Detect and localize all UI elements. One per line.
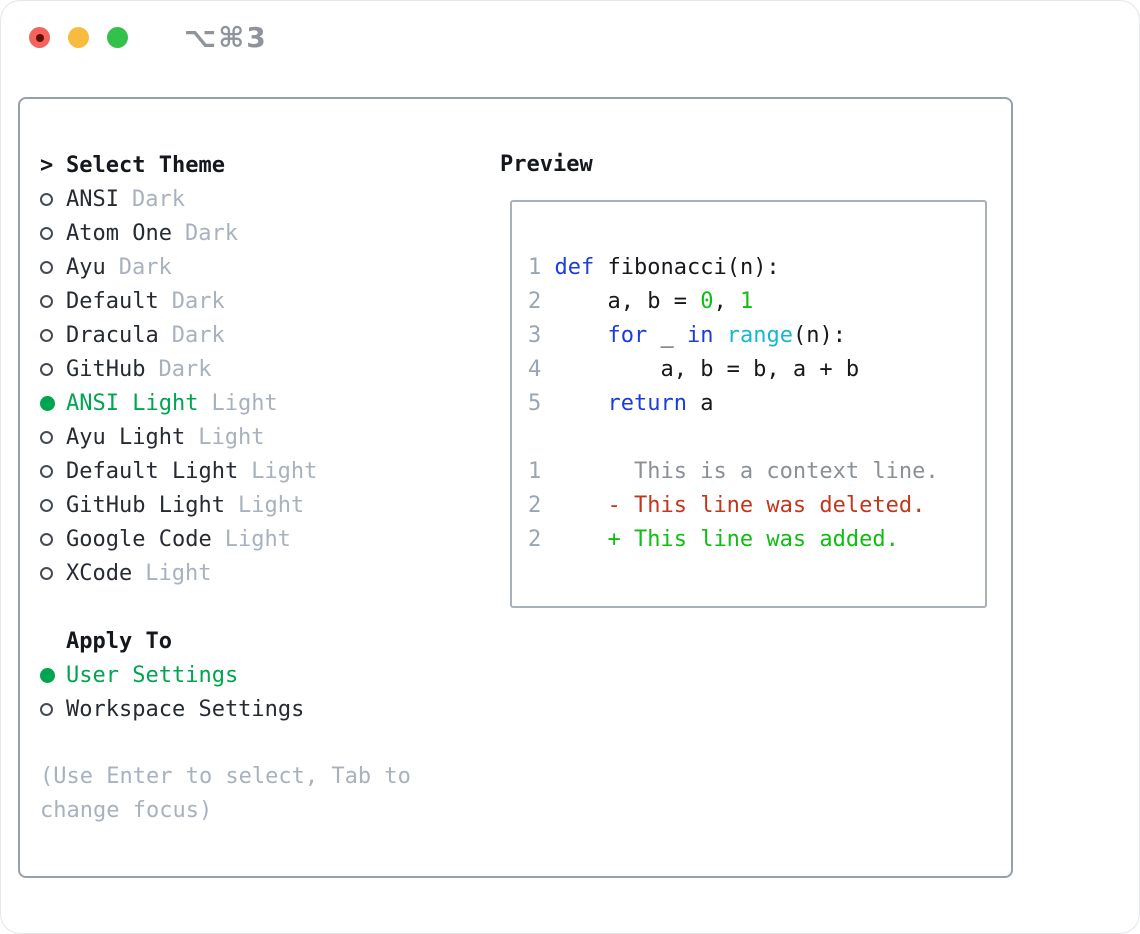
theme-item-default[interactable]: Default Dark bbox=[40, 284, 500, 318]
item-label: Ayu bbox=[66, 254, 106, 280]
close-button-dot bbox=[35, 33, 44, 42]
radio-slot bbox=[40, 395, 66, 411]
item-label: ANSI bbox=[66, 186, 119, 212]
radio-icon bbox=[40, 464, 53, 478]
item-variant-label: Dark bbox=[171, 288, 225, 314]
item-variant-label: Dark bbox=[184, 220, 238, 246]
code-line: 4 a, b = b, a + b bbox=[528, 357, 860, 382]
radio-icon bbox=[40, 702, 53, 716]
code-line: 2 - This line was deleted. bbox=[528, 493, 926, 518]
theme-item-ansi[interactable]: ANSI Dark bbox=[40, 182, 500, 216]
radio-slot bbox=[40, 702, 66, 716]
code-line: 1 def fibonacci(n): bbox=[528, 255, 780, 280]
radio-icon bbox=[40, 532, 53, 546]
apply-option-user-settings[interactable]: User Settings bbox=[40, 658, 500, 692]
item-variant-label: Dark bbox=[131, 186, 185, 212]
radio-icon bbox=[40, 260, 53, 274]
radio-slot bbox=[40, 667, 66, 683]
theme-item-github[interactable]: GitHub Dark bbox=[40, 352, 500, 386]
close-button[interactable] bbox=[29, 27, 50, 48]
preview-pane: Preview 1 def fibonacci(n): 2 a, b = 0, 1… bbox=[500, 148, 1011, 876]
titlebar: ⌥⌘3 bbox=[0, 0, 1140, 75]
code-line: 1 This is a context line. bbox=[528, 459, 939, 484]
radio-slot bbox=[40, 566, 66, 580]
code-line: 5 return a bbox=[528, 391, 714, 416]
apply-option-workspace-settings[interactable]: Workspace Settings bbox=[40, 692, 500, 726]
theme-item-github-light[interactable]: GitHub Light Light bbox=[40, 488, 500, 522]
theme-item-default-light[interactable]: Default Light Light bbox=[40, 454, 500, 488]
radio-slot bbox=[40, 260, 66, 274]
item-label: Default Light bbox=[66, 458, 239, 484]
radio-slot bbox=[40, 328, 66, 342]
code-line: 2 a, b = 0, 1 bbox=[528, 289, 754, 314]
item-variant-label: Dark bbox=[171, 322, 225, 348]
radio-icon bbox=[40, 362, 53, 376]
code-line bbox=[528, 421, 985, 455]
item-label: User Settings bbox=[66, 662, 239, 688]
radio-icon bbox=[40, 498, 53, 512]
item-label: Ayu Light bbox=[66, 424, 186, 450]
apply-to-header: Apply To bbox=[40, 624, 500, 658]
item-label: Google Code bbox=[66, 526, 212, 552]
select-theme-header: > Select Theme bbox=[40, 148, 500, 182]
item-variant-label: Light bbox=[237, 492, 305, 518]
item-label: GitHub Light bbox=[66, 492, 225, 518]
item-variant-label: Light bbox=[251, 458, 318, 484]
radio-slot bbox=[40, 294, 66, 308]
radio-selected-icon bbox=[40, 667, 55, 683]
radio-icon bbox=[40, 430, 53, 444]
radio-icon bbox=[40, 566, 53, 580]
item-label: ANSI Light bbox=[66, 390, 199, 416]
radio-icon bbox=[40, 328, 53, 342]
item-label: Workspace Settings bbox=[66, 696, 305, 722]
item-label: Dracula bbox=[66, 322, 159, 348]
hint-text: (Use Enter to select, Tab to change focu… bbox=[40, 764, 411, 823]
preview-title: Preview bbox=[500, 152, 593, 177]
window-shortcut-label: ⌥⌘3 bbox=[184, 21, 268, 54]
preview-code-box: 1 def fibonacci(n): 2 a, b = 0, 1 3 for _ … bbox=[510, 200, 987, 608]
item-label: GitHub bbox=[66, 356, 146, 382]
item-variant-label: Light bbox=[145, 560, 212, 586]
radio-icon bbox=[40, 192, 53, 206]
theme-item-dracula[interactable]: Dracula Dark bbox=[40, 318, 500, 352]
radio-slot bbox=[40, 498, 66, 512]
item-variant-label: Dark bbox=[158, 356, 212, 382]
theme-item-ayu[interactable]: Ayu Dark bbox=[40, 250, 500, 284]
theme-item-google-code[interactable]: Google Code Light bbox=[40, 522, 500, 556]
code-line: 2 + This line was added. bbox=[528, 527, 899, 552]
theme-item-xcode[interactable]: XCode Light bbox=[40, 556, 500, 590]
radio-slot bbox=[40, 464, 66, 478]
minimize-button[interactable] bbox=[68, 27, 89, 48]
zoom-button[interactable] bbox=[107, 27, 128, 48]
radio-slot bbox=[40, 226, 66, 240]
select-theme-title: Select Theme bbox=[66, 152, 225, 178]
theme-item-ansi-light[interactable]: ANSI Light Light bbox=[40, 386, 500, 420]
theme-item-atom-one[interactable]: Atom One Dark bbox=[40, 216, 500, 250]
item-variant-label: Dark bbox=[118, 254, 172, 280]
radio-slot bbox=[40, 430, 66, 444]
item-label: XCode bbox=[66, 560, 133, 586]
code-line: 3 for _ in range(n): bbox=[528, 323, 846, 348]
item-variant-label: Light bbox=[198, 424, 265, 450]
radio-icon bbox=[40, 226, 53, 240]
item-label: Default bbox=[66, 288, 159, 314]
prompt-icon: > bbox=[40, 152, 54, 178]
apply-to-title: Apply To bbox=[66, 628, 172, 654]
item-label: Atom One bbox=[66, 220, 172, 246]
item-variant-label: Light bbox=[224, 526, 291, 552]
radio-slot bbox=[40, 532, 66, 546]
radio-icon bbox=[40, 294, 53, 308]
radio-selected-icon bbox=[40, 395, 55, 411]
item-variant-label: Light bbox=[211, 390, 278, 416]
radio-slot bbox=[40, 362, 66, 376]
radio-slot bbox=[40, 192, 66, 206]
theme-item-ayu-light[interactable]: Ayu Light Light bbox=[40, 420, 500, 454]
